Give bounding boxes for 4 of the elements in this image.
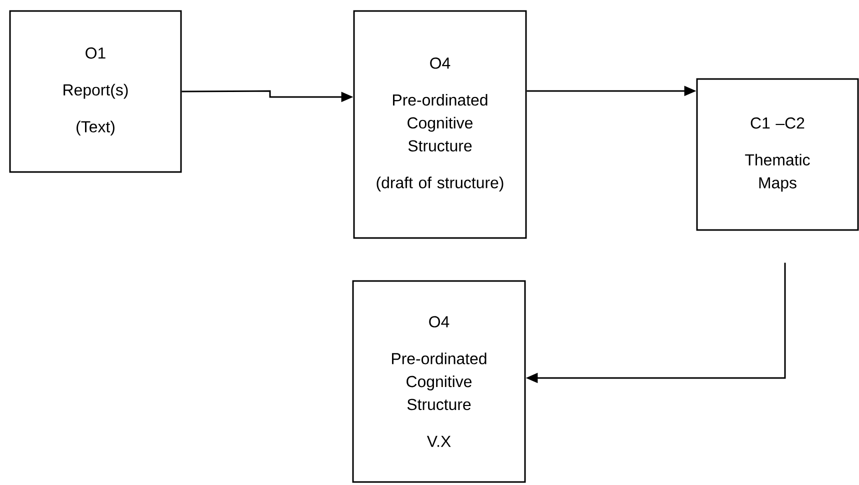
process-box: O4 Pre-ordinated Cognitive Structure V.X (352, 280, 526, 483)
process-box: O1 Report(s) (Text) (9, 10, 182, 173)
process-box: O4 Pre-ordinated Cognitive Structure (draft of structure) (353, 10, 527, 239)
process-box: C1 –C2 Thematic Maps (696, 78, 859, 231)
